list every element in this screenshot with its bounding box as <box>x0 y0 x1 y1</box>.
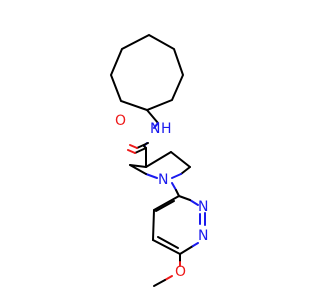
bond-pyz-c6-n1 <box>179 245 194 255</box>
bond-pyz-c6-n1-b <box>192 242 199 247</box>
bond-carbonyl-1b <box>127 149 136 154</box>
bond-pyz-c3-c4 <box>153 195 180 211</box>
methoxy-o-label: O <box>175 264 186 280</box>
bond-pip-n-c6-b <box>145 173 158 179</box>
piperidine-ring <box>129 151 191 179</box>
bond-pip-c2-n <box>180 166 191 175</box>
bond-pyz-n2-c3-b <box>189 199 199 206</box>
bond-pyz-n2-c3 <box>178 195 191 201</box>
bond-carbonyl-2b <box>129 144 138 149</box>
bond-pyz-c4-c5 <box>152 209 155 241</box>
cyclooctane-ring <box>109 33 185 112</box>
pyridazine-n2-label: N <box>198 199 208 215</box>
carbonyl-double-bond <box>127 142 149 154</box>
bond-pipn-pyridazine <box>175 189 180 197</box>
bond-o-methyl <box>153 279 166 287</box>
pyridazine-ring <box>152 195 206 255</box>
bond-pip-c4-c3 <box>145 151 172 168</box>
cyclooctane-bonds <box>109 33 185 112</box>
amide-n-label: N <box>150 121 160 137</box>
bond-pip-n-c6 <box>129 164 147 175</box>
piperidine-n-label: N <box>158 172 168 188</box>
bond-pip-c3-c2 <box>170 151 191 168</box>
bond-pyz-c5-c6-inner <box>157 236 179 249</box>
bond-pip-c6-c5 <box>129 164 147 168</box>
bond-pyz-c3-c4-inner <box>155 200 175 212</box>
amide-h-label: H <box>161 121 172 137</box>
molecule-drawing: N H O N N N O <box>109 33 208 287</box>
bond-pipn-pyridazine-n <box>171 182 177 191</box>
molecule-structure: N H O N N N O <box>109 33 208 287</box>
bond-pip-c2-n-b <box>171 173 182 179</box>
bond-cyclooctyl-nh <box>146 109 159 124</box>
bond-cyclooctyl-nh-n <box>153 122 159 129</box>
bond-o-methyl-b <box>164 275 173 281</box>
pyridazine-n1-label: N <box>198 228 208 244</box>
bond-pyz-c5-c6 <box>152 239 181 255</box>
carbonyl-o-label: O <box>115 113 126 129</box>
bond-carbonyl-1a <box>134 147 147 154</box>
bond-carbonyl-2a <box>136 142 149 149</box>
